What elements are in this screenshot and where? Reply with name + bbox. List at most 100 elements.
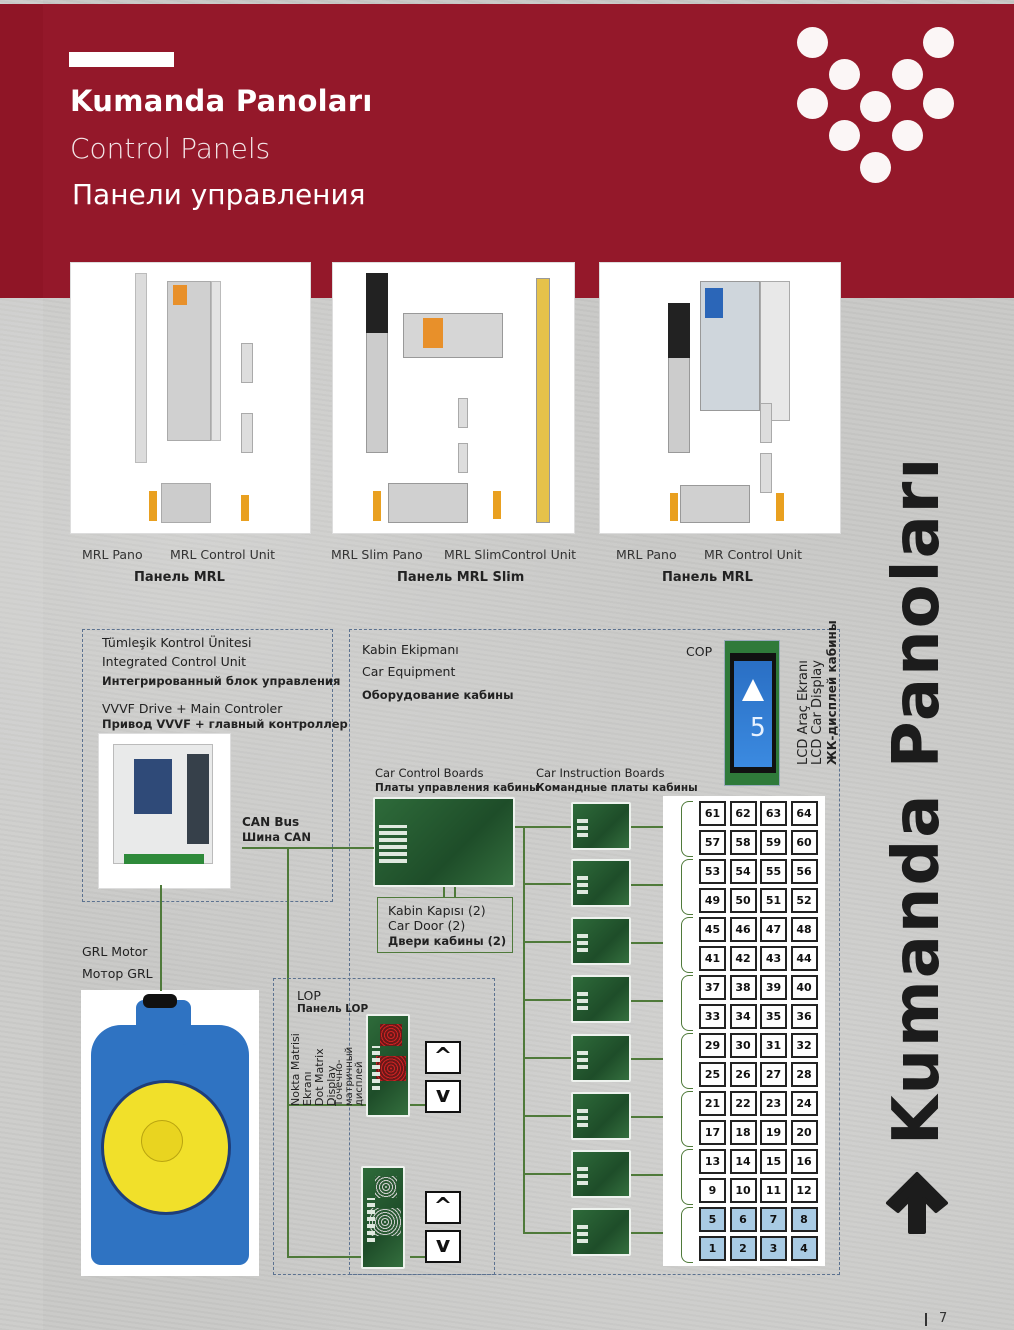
- floor-button[interactable]: 44: [790, 946, 818, 971]
- floor-button[interactable]: 17: [699, 1120, 726, 1145]
- lop-board-1: [366, 1014, 410, 1117]
- lcd-car-display: 5: [724, 640, 780, 786]
- floor-button[interactable]: 39: [760, 975, 787, 1000]
- product-photo-mrl-pano: [70, 262, 311, 534]
- lop-1-up-button[interactable]: ^: [425, 1041, 461, 1074]
- floor-button[interactable]: 27: [760, 1062, 787, 1087]
- floor-button[interactable]: 21: [699, 1091, 726, 1116]
- floor-button[interactable]: 38: [729, 975, 757, 1000]
- product-photo-mr: [599, 262, 841, 534]
- floor-button[interactable]: 52: [790, 888, 818, 913]
- floor-button[interactable]: 47: [760, 917, 787, 942]
- floor-button[interactable]: 51: [760, 888, 787, 913]
- integrated-title-ru: Интегрированный блок управления: [102, 674, 341, 688]
- floor-button[interactable]: 62: [729, 801, 757, 826]
- floor-button[interactable]: 33: [699, 1004, 726, 1029]
- floor-button[interactable]: 36: [790, 1004, 818, 1029]
- up-arrow-icon: [742, 679, 764, 701]
- floor-button[interactable]: 46: [729, 917, 757, 942]
- floor-button[interactable]: 48: [790, 917, 818, 942]
- up-arrow-icon: [884, 1170, 950, 1236]
- floor-button[interactable]: 10: [729, 1178, 757, 1203]
- lop-2-down-button[interactable]: v: [425, 1230, 461, 1263]
- floor-button[interactable]: 12: [790, 1178, 818, 1203]
- group-brace: [681, 859, 693, 915]
- car-instruction-boards-label-en: Car Instruction Boards: [536, 766, 665, 780]
- group-brace: [681, 1091, 693, 1147]
- group-brace: [681, 917, 693, 973]
- floor-button[interactable]: 23: [760, 1091, 787, 1116]
- lop-1-down-button[interactable]: v: [425, 1080, 461, 1113]
- floor-button[interactable]: 55: [760, 859, 787, 884]
- floor-button[interactable]: 6: [729, 1207, 757, 1232]
- floor-button[interactable]: 41: [699, 946, 726, 971]
- floor-button[interactable]: 30: [729, 1033, 757, 1058]
- page-number: 7: [939, 1311, 948, 1326]
- floor-button[interactable]: 59: [760, 830, 787, 855]
- lcd-label-ru: ЖК-дисплей кабины: [825, 620, 839, 765]
- floor-button[interactable]: 3: [760, 1236, 787, 1261]
- floor-button[interactable]: 9: [699, 1178, 726, 1203]
- lop-title-ru: Панель LOP: [297, 1003, 369, 1015]
- car-door-label-ru: Двери кабины (2): [388, 934, 507, 948]
- floor-button[interactable]: 31: [760, 1033, 787, 1058]
- floor-button[interactable]: 61: [699, 801, 726, 826]
- floor-button[interactable]: 53: [699, 859, 726, 884]
- floor-button[interactable]: 20: [790, 1120, 818, 1145]
- floor-button[interactable]: 18: [729, 1120, 757, 1145]
- can-bus-label-ru: Шина CAN: [242, 830, 311, 844]
- car-door-box: [377, 897, 513, 953]
- floor-button[interactable]: 22: [729, 1091, 757, 1116]
- floor-button[interactable]: 63: [760, 801, 787, 826]
- floor-button[interactable]: 7: [760, 1207, 787, 1232]
- car-equipment-box: [349, 629, 840, 1275]
- dot-matrix-label-ru-3: дисплей: [354, 1061, 365, 1107]
- car-control-board-photo: [373, 797, 515, 887]
- floor-button[interactable]: 58: [729, 830, 757, 855]
- side-title: Kumanda Panoları: [880, 455, 954, 1145]
- floor-button[interactable]: 56: [790, 859, 818, 884]
- lop-box: [273, 978, 495, 1275]
- floor-button[interactable]: 60: [790, 830, 818, 855]
- floor-button[interactable]: 4: [790, 1236, 818, 1261]
- floor-button[interactable]: 5: [699, 1207, 726, 1232]
- floor-button[interactable]: 25: [699, 1062, 726, 1087]
- floor-button[interactable]: 32: [790, 1033, 818, 1058]
- floor-button[interactable]: 24: [790, 1091, 818, 1116]
- car-control-boards-label-ru: Платы управления кабины: [375, 782, 539, 794]
- floor-button[interactable]: 1: [699, 1236, 726, 1261]
- floor-button[interactable]: 40: [790, 975, 818, 1000]
- lop-2-up-button[interactable]: ^: [425, 1191, 461, 1224]
- floor-button[interactable]: 43: [760, 946, 787, 971]
- floor-button[interactable]: 64: [790, 801, 818, 826]
- floor-button[interactable]: 34: [729, 1004, 757, 1029]
- floor-button[interactable]: 57: [699, 830, 726, 855]
- group-brace: [681, 1033, 693, 1089]
- floor-button[interactable]: 42: [729, 946, 757, 971]
- floor-button[interactable]: 54: [729, 859, 757, 884]
- floor-button[interactable]: 13: [699, 1149, 726, 1174]
- floor-button[interactable]: 16: [790, 1149, 818, 1174]
- floor-button[interactable]: 26: [729, 1062, 757, 1087]
- car-equipment-title-tr: Kabin Ekipmanı: [362, 642, 459, 657]
- floor-button[interactable]: 11: [760, 1178, 787, 1203]
- floor-button[interactable]: 15: [760, 1149, 787, 1174]
- floor-button[interactable]: 14: [729, 1149, 757, 1174]
- floor-button[interactable]: 2: [729, 1236, 757, 1261]
- floor-button[interactable]: 45: [699, 917, 726, 942]
- caption-ru-mrl: Панель MRL: [134, 570, 225, 585]
- caption-mrl-control-unit: MRL Control Unit: [170, 547, 276, 562]
- floor-button[interactable]: 8: [790, 1207, 818, 1232]
- floor-button[interactable]: 37: [699, 975, 726, 1000]
- floor-button[interactable]: 35: [760, 1004, 787, 1029]
- floor-button[interactable]: 28: [790, 1062, 818, 1087]
- title-accent-bar: [69, 52, 174, 67]
- floor-button[interactable]: 49: [699, 888, 726, 913]
- title-ru: Панели управления: [72, 178, 366, 211]
- floor-button[interactable]: 50: [729, 888, 757, 913]
- floor-button[interactable]: 19: [760, 1120, 787, 1145]
- floor-button[interactable]: 29: [699, 1033, 726, 1058]
- grl-motor-photo: [81, 990, 259, 1276]
- product-photo-mrl-slim: [332, 262, 575, 534]
